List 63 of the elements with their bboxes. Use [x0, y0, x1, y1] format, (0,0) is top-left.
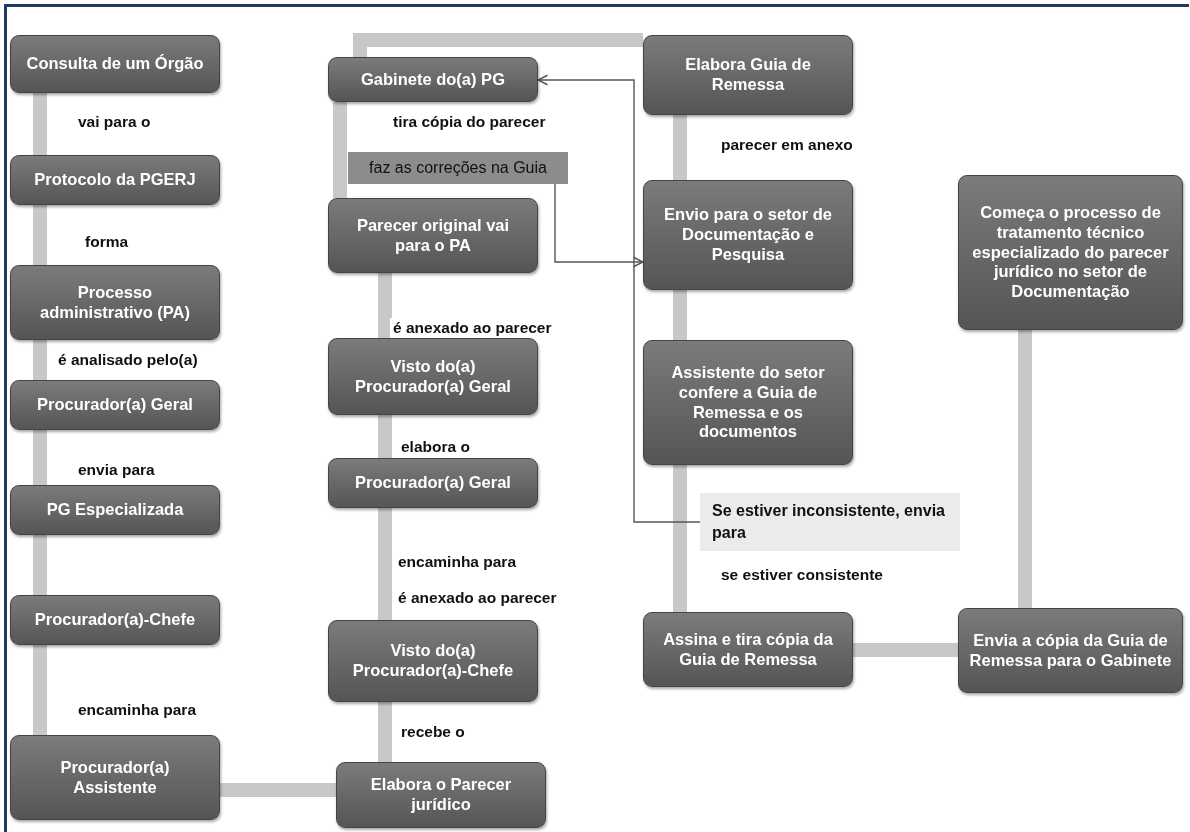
note-box: [348, 152, 568, 184]
box-text: Visto do(a) Procurador(a)-Chefe: [351, 641, 515, 681]
box-text: Procurador(a) Geral: [37, 395, 193, 415]
connector-bar: [33, 535, 47, 595]
connector-bar: [378, 415, 392, 458]
connector-bar: [33, 340, 47, 380]
connector-bar: [33, 205, 47, 265]
box-text: Parecer original vai para o PA: [355, 215, 511, 256]
box-text: Se estiver inconsistente, envia para: [712, 501, 946, 543]
box-text: Envio para o setor de Documentação e Pesquisa: [663, 205, 833, 265]
connector-bar: [853, 643, 958, 657]
process-box: [643, 180, 853, 290]
process-box: [328, 620, 538, 702]
process-box: [643, 35, 853, 115]
process-box: [10, 380, 220, 430]
box-text: faz as correções na Guia: [369, 159, 547, 177]
connector-bar: [220, 783, 336, 797]
connector-bar: [353, 33, 643, 57]
connector-bar: [333, 102, 347, 198]
process-box: [958, 608, 1183, 693]
process-box: [643, 340, 853, 465]
connector-bar: [1018, 330, 1032, 608]
connector-bar: [33, 93, 47, 155]
connector-bar: [378, 508, 392, 620]
box-text: Protocolo da PGERJ: [34, 170, 196, 190]
connector-bar: [378, 273, 392, 338]
process-box: [336, 762, 546, 828]
box-text: Processo administrativo (PA): [38, 282, 191, 323]
box-text: Procurador(a)-Chefe: [34, 610, 196, 630]
note-box: [700, 493, 960, 551]
arrow: [554, 183, 644, 268]
box-text: Assistente do setor confere a Guia de Remessa e os documentos: [670, 362, 826, 443]
process-box: [328, 198, 538, 273]
process-box: [328, 57, 538, 102]
box-text: Visto do(a) Procurador(a) Geral: [354, 356, 512, 397]
box-text: Gabinete do(a) PG: [361, 69, 505, 90]
process-box: [643, 612, 853, 687]
box-text: Consulta de um Órgão: [26, 54, 204, 74]
process-box: [10, 485, 220, 535]
process-box: [10, 35, 220, 93]
process-box: [958, 175, 1183, 330]
process-box: [10, 265, 220, 340]
connector-bar: [33, 645, 47, 735]
process-box: [328, 458, 538, 508]
connector-bar: [378, 702, 392, 762]
process-box: [10, 595, 220, 645]
connector-bar: [673, 290, 687, 340]
box-text: Procurador(a) Assistente: [59, 757, 171, 798]
box-text: Assina e tira cópia da Guia de Remessa: [662, 629, 834, 670]
process-box: [10, 155, 220, 205]
box-text: Elabora o Parecer jurídico: [369, 775, 513, 815]
arrow: [537, 74, 701, 523]
connector-bar: [33, 430, 47, 485]
process-box: [328, 338, 538, 415]
box-text: Envia a cópia da Guia de Remessa para o Gabinete: [969, 630, 1172, 671]
connector-bar: [673, 115, 687, 180]
box-text: Elabora Guia de Remessa: [684, 55, 812, 95]
edge-label: é anexado ao parecer: [390, 318, 555, 338]
box-text: PG Especializada: [46, 500, 184, 520]
box-text: Começa o processo de tratamento técnico especializado do parecer jurídico no setor de Documentação: [971, 203, 1170, 302]
box-text: Procurador(a) Geral: [355, 473, 511, 493]
process-box: [10, 735, 220, 820]
connector-bar: [673, 465, 687, 612]
